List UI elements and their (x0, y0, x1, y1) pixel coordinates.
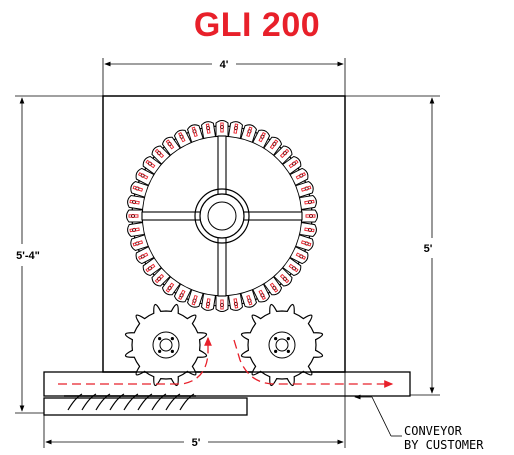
callout-line-1: CONVEYOR (404, 424, 463, 438)
pocket (282, 257, 302, 277)
pocket (252, 129, 271, 148)
pocket (151, 267, 171, 287)
pocket (263, 276, 283, 296)
pocket (142, 257, 162, 277)
pocket (173, 284, 192, 303)
conveyor-upper (43, 371, 411, 397)
pocket (200, 121, 216, 139)
pocket (127, 222, 145, 238)
diagram-title: GLI 200 (193, 6, 321, 44)
pocket (142, 155, 162, 175)
right-sprocket (240, 303, 324, 387)
pocket (273, 267, 293, 287)
dimension-top-width: 4' (102, 58, 346, 96)
pocket (187, 124, 204, 142)
callout-line-2: BY CUSTOMER (404, 438, 484, 452)
pocket (282, 155, 302, 175)
pocket (173, 129, 192, 148)
dimension-left-height-label: 5'-4" (16, 250, 40, 262)
pocket (228, 121, 244, 139)
pocket (240, 290, 257, 308)
pocket (228, 293, 244, 311)
pocket (126, 209, 142, 223)
pocket (187, 290, 204, 308)
conveyor-lower (43, 397, 248, 416)
pocket (161, 276, 181, 296)
dimension-right-height: 5' (345, 95, 440, 396)
pocket (296, 181, 314, 198)
pocket (299, 194, 317, 210)
pocket (215, 120, 229, 136)
pocket (130, 181, 148, 198)
pocket (151, 145, 171, 165)
pocket (263, 136, 283, 156)
pocket (290, 246, 309, 265)
pocket (273, 145, 293, 165)
pocket (299, 222, 317, 238)
pocket (252, 284, 271, 303)
pocket (290, 167, 309, 186)
pocket (135, 167, 154, 186)
pocket (130, 234, 148, 251)
feed-auger (64, 393, 196, 411)
pocket (135, 246, 154, 265)
wheel-pockets (126, 120, 318, 312)
pocket (302, 209, 318, 223)
left-sprocket (124, 303, 208, 387)
pocket (296, 234, 314, 251)
pocket (127, 194, 145, 210)
dimension-bottom-width-label: 5' (192, 437, 201, 449)
conveyor-callout: CONVEYOR BY CUSTOMER (354, 394, 484, 452)
pocket (161, 136, 181, 156)
pocket (200, 293, 216, 311)
pocket (240, 124, 257, 142)
dimension-top-width-label: 4' (220, 59, 229, 71)
dimension-right-height-label: 5' (424, 243, 433, 255)
dimension-left-height: 5'-4" (15, 95, 103, 414)
pocket-wheel (126, 120, 318, 312)
pocket (215, 296, 229, 312)
product-flow-path (58, 336, 394, 388)
